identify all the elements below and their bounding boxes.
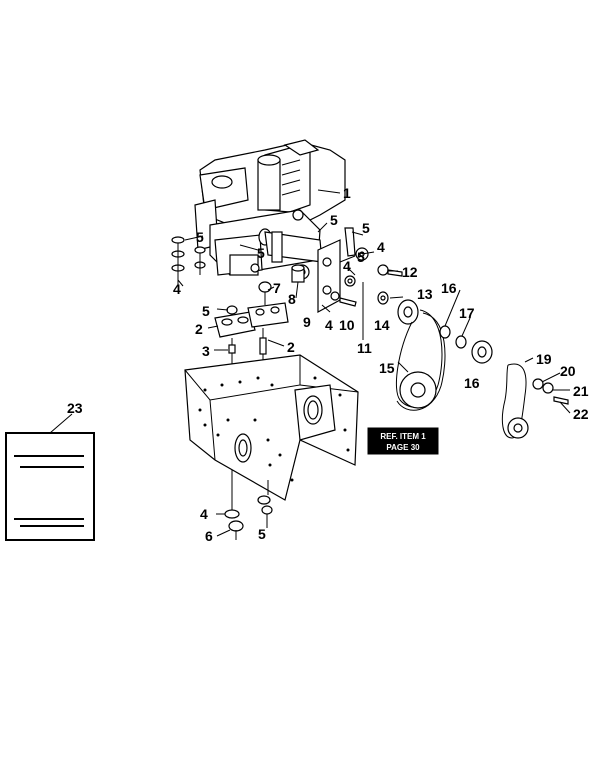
spacer-and-stud: [258, 264, 305, 305]
callout-4b: 4: [377, 239, 385, 255]
callout-4c: 4: [343, 258, 351, 274]
belt-guard-bracket: [317, 227, 403, 314]
callout-4d: 4: [325, 317, 333, 333]
callout-2b: 2: [287, 339, 295, 355]
owners-manual-item: [5, 413, 95, 541]
callout-20: 20: [560, 363, 576, 379]
callout-11: 11: [357, 340, 372, 356]
leader-lines: [177, 189, 571, 537]
callout-13: 13: [417, 286, 433, 302]
callout-8: 8: [288, 291, 296, 307]
callout-5d: 5: [362, 220, 370, 236]
callout-1: 1: [343, 185, 351, 201]
callout-23: 23: [67, 400, 83, 416]
chassis-frame: [184, 354, 359, 510]
callout-5f: 5: [202, 303, 210, 319]
callout-15: 15: [379, 360, 395, 376]
callout-9: 9: [303, 314, 311, 330]
callout-5a: 5: [196, 229, 204, 245]
callout-7: 7: [273, 280, 281, 296]
callout-3: 3: [202, 343, 210, 359]
engine: [194, 139, 346, 280]
drive-pulleys-and-belts: [395, 299, 569, 439]
left-mount-hardware: [171, 236, 206, 285]
callout-2a: 2: [195, 321, 203, 337]
callout-17: 17: [459, 305, 475, 321]
callout-6: 6: [205, 528, 213, 544]
callout-12: 12: [402, 264, 418, 280]
callout-16a: 16: [441, 280, 457, 296]
callout-5b: 5: [257, 245, 265, 261]
lower-mount-hardware: [224, 495, 273, 540]
callout-21: 21: [573, 383, 589, 399]
ref-item-box: REF. ITEM 1 PAGE 30: [367, 427, 439, 455]
callout-5c: 5: [330, 212, 338, 228]
callout-14: 14: [374, 317, 390, 333]
engine-mount-plates: [214, 302, 289, 378]
callout-4e: 4: [200, 506, 208, 522]
callout-labels: 1 2 2 3 4 4 4 4 4 5 5 5 5 5 5 5 6 7 8 9 …: [67, 185, 589, 544]
callout-22: 22: [573, 406, 589, 422]
callout-5e: 5: [357, 249, 365, 265]
ref-box-line1: REF. ITEM 1: [380, 432, 426, 441]
callout-10: 10: [339, 317, 355, 333]
callout-16b: 16: [464, 375, 480, 391]
callout-4a: 4: [173, 281, 181, 297]
ref-box-line2: PAGE 30: [386, 443, 420, 452]
callout-19: 19: [536, 351, 552, 367]
callout-5g: 5: [258, 526, 266, 542]
